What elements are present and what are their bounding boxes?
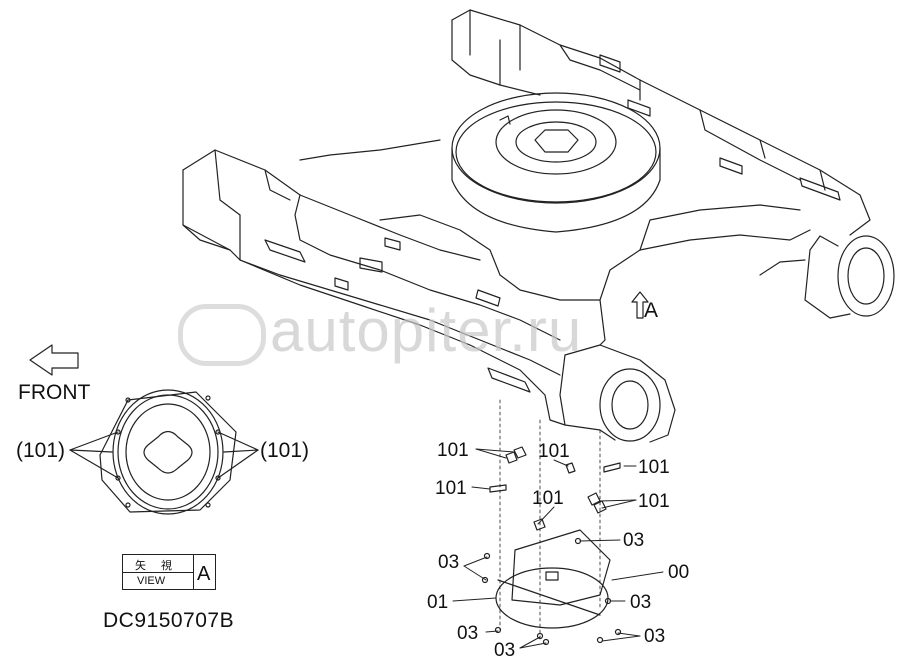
view-box-divider: [123, 572, 193, 573]
callout-00[interactable]: 00: [668, 562, 690, 583]
inset-ref-right: (101): [260, 439, 310, 462]
callout-03[interactable]: 03: [457, 623, 479, 644]
view-a-arrow-icon: [631, 291, 649, 319]
view-box-letter: A: [197, 563, 211, 585]
view-a-box: 矢 視 VIEW A: [122, 554, 216, 590]
swing-bearing-mount: [451, 92, 661, 233]
drawing-code: DC9150707B: [103, 609, 235, 632]
inset-ref-left: (101): [16, 439, 66, 462]
view-box-separator: [193, 555, 194, 589]
callout-01[interactable]: 01: [427, 592, 449, 613]
callout-101[interactable]: 101: [437, 440, 469, 461]
leader-lines: [452, 448, 664, 649]
callout-03[interactable]: 03: [644, 626, 666, 647]
watermark-logo-icon: [178, 304, 266, 366]
inset-bearing-detail: [69, 389, 259, 515]
view-box-view: VIEW: [137, 575, 166, 587]
track-frame: [182, 9, 895, 443]
callout-03[interactable]: 03: [438, 552, 460, 573]
callout-101[interactable]: 101: [638, 491, 670, 512]
view-marker-letter: A: [644, 299, 659, 322]
view-box-kanji: 矢 視: [135, 560, 179, 572]
callout-03[interactable]: 03: [623, 530, 645, 551]
front-arrow-icon: [29, 344, 79, 376]
cover-plate-assembly: [481, 399, 622, 646]
watermark-text: autopiter.ru: [270, 297, 583, 364]
front-label: FRONT: [18, 381, 91, 404]
callout-03[interactable]: 03: [630, 592, 652, 613]
callout-101[interactable]: 101: [538, 441, 570, 462]
callout-101[interactable]: 101: [532, 488, 564, 509]
callout-101[interactable]: 101: [638, 457, 670, 478]
callout-03[interactable]: 03: [494, 640, 516, 661]
callout-101[interactable]: 101: [435, 478, 467, 499]
